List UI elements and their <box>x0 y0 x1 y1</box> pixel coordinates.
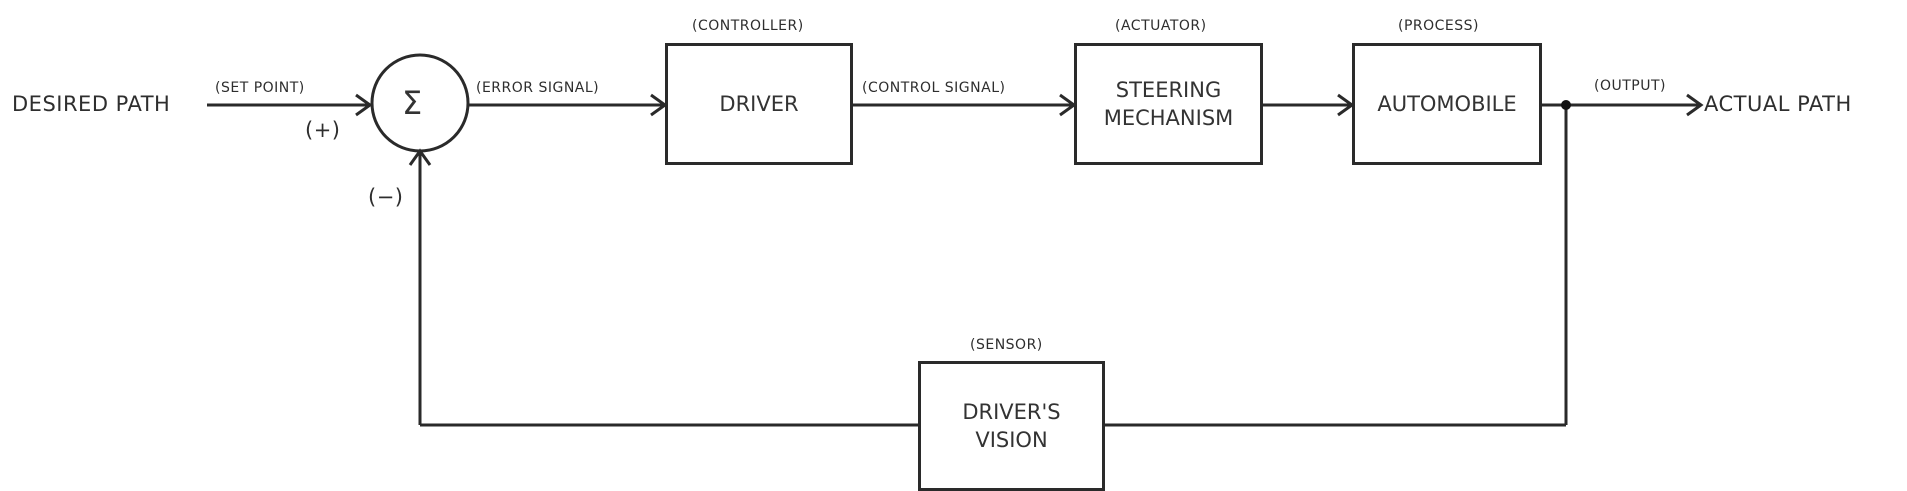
input-label: DESIRED PATH <box>12 92 171 116</box>
output-signal-label: (OUTPUT) <box>1594 78 1666 94</box>
sensor-block-label-line1: DRIVER'S <box>962 400 1061 424</box>
automobile-block-label: AUTOMOBILE <box>1377 92 1517 116</box>
output-label: ACTUAL PATH <box>1704 92 1852 116</box>
driver-block[interactable]: DRIVER <box>665 43 853 165</box>
steering-block-label-line1: STEERING <box>1115 78 1222 102</box>
sensor-role-label: (SENSOR) <box>970 337 1043 353</box>
automobile-block[interactable]: AUTOMOBILE <box>1352 43 1542 165</box>
drivers-vision-block[interactable]: DRIVER'S VISION <box>918 361 1105 491</box>
steering-block-label-line2: MECHANISM <box>1103 106 1234 130</box>
controller-role-label: (CONTROLLER) <box>692 18 804 34</box>
summation-icon: Σ <box>402 84 423 122</box>
driver-block-label: DRIVER <box>719 92 799 116</box>
plus-sign-label: (+) <box>305 118 341 142</box>
set-point-label: (SET POINT) <box>215 80 305 96</box>
error-signal-label: (ERROR SIGNAL) <box>476 80 600 96</box>
control-signal-label: (CONTROL SIGNAL) <box>862 80 1006 96</box>
minus-sign-label: (−) <box>368 185 404 209</box>
process-role-label: (PROCESS) <box>1398 18 1480 34</box>
steering-mechanism-block[interactable]: STEERING MECHANISM <box>1074 43 1263 165</box>
sensor-block-label-line2: VISION <box>975 428 1048 452</box>
actuator-role-label: (ACTUATOR) <box>1115 18 1207 34</box>
